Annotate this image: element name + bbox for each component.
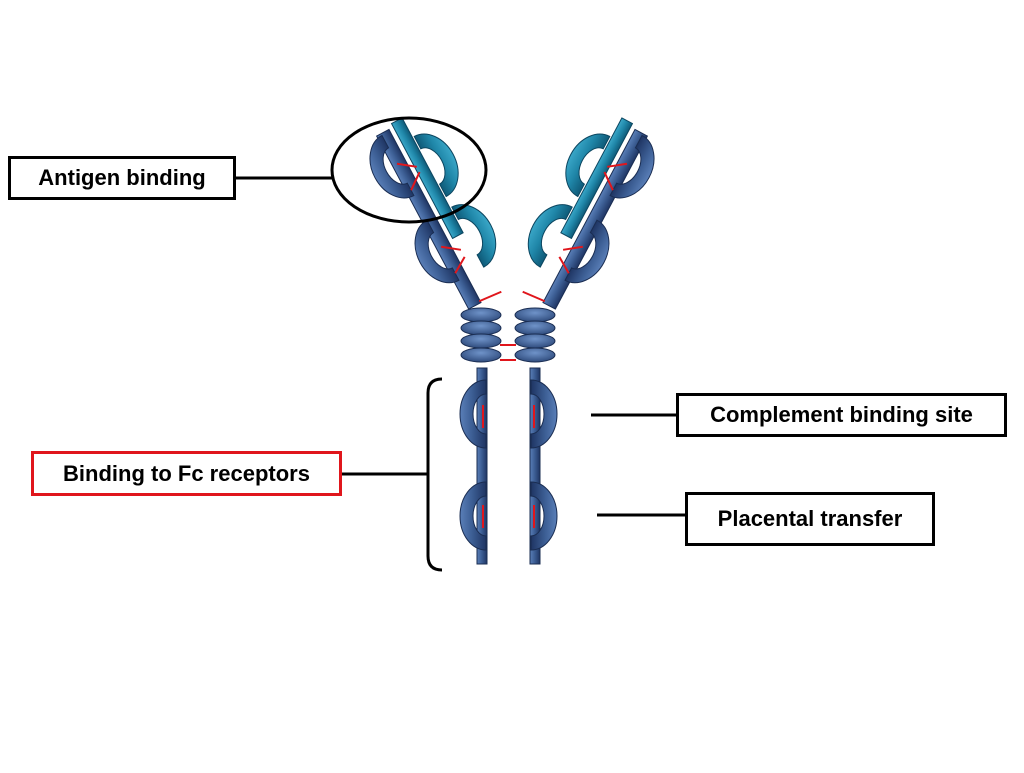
fc-left-strand <box>476 367 488 565</box>
fc-right-strand <box>529 367 541 565</box>
hinge-region <box>460 307 556 363</box>
right-fab-disulfide-bonds <box>522 162 628 303</box>
fc-bracket <box>426 377 443 572</box>
left-fab-disulfide-bonds <box>396 162 502 303</box>
antigen-binding-label: Antigen binding <box>8 156 236 200</box>
right-fab-arm <box>516 117 666 310</box>
right-light-strand <box>560 117 634 240</box>
placental-transfer-label: Placental transfer <box>685 492 935 546</box>
right-heavy-strand <box>542 128 649 310</box>
antigen-binding-oval <box>330 116 488 224</box>
left-light-strand <box>390 117 464 240</box>
fc-receptors-label: Binding to Fc receptors <box>31 451 342 496</box>
fc-disulfide-bonds <box>482 405 535 528</box>
complement-binding-label: Complement binding site <box>676 393 1007 437</box>
left-fab-arm <box>358 117 508 310</box>
fc-region <box>459 367 558 565</box>
